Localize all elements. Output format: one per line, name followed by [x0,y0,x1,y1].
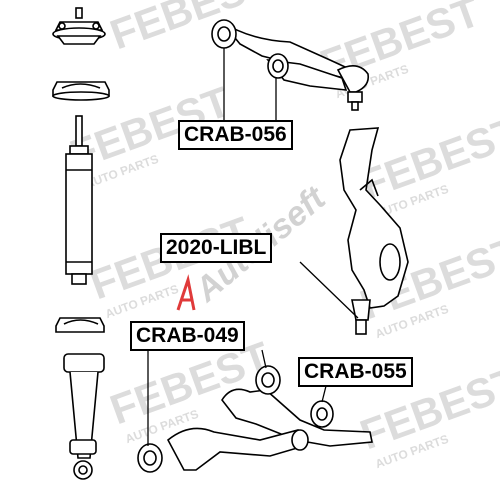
part-label-crab-055: CRAB-055 [298,357,413,387]
upper-control-arm [211,19,370,111]
leader-crab-049-right [261,349,267,369]
strut-assembly [52,7,110,480]
trailing-link [63,353,105,480]
steering-knuckle [339,127,409,335]
part-label-crab-056: CRAB-056 [178,120,293,150]
spring-seat [52,81,110,101]
part-label-crab-049: CRAB-049 [130,321,245,351]
leader-crab-055 [321,385,327,403]
lower-control-arm [137,365,373,473]
shock-absorber [65,115,93,285]
overlay-accent-icon [176,274,196,311]
leader-lines [147,48,359,446]
strut-top-mount [52,7,106,45]
lower-spring-seat [55,317,105,333]
leader-2020-libl [299,261,359,319]
part-label-2020-libl: 2020-LIBL [160,233,273,263]
